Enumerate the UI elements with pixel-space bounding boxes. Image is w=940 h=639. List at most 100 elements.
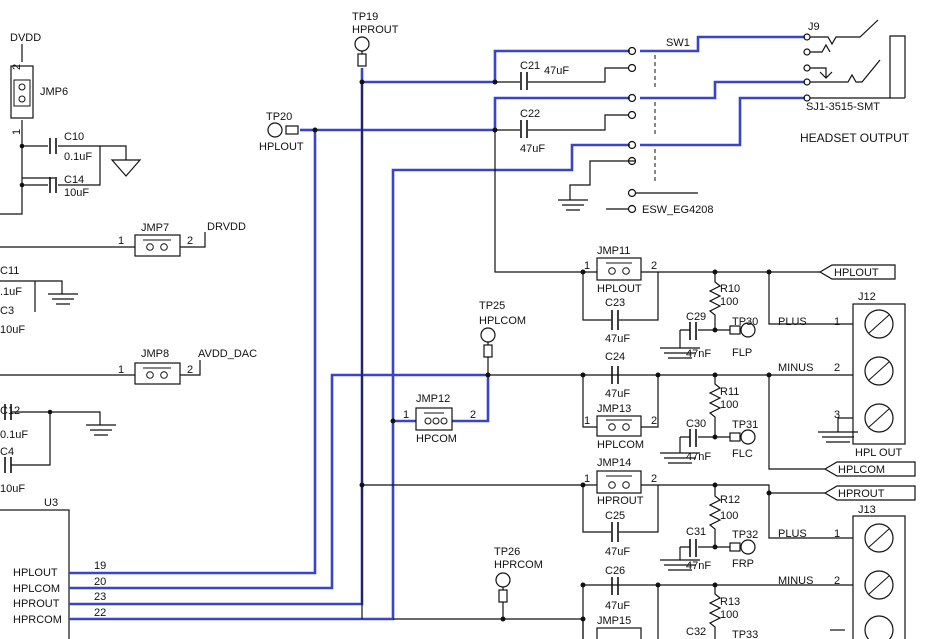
svg-text:C12: C12 [0,405,20,417]
svg-text:HPROUT: HPROUT [597,495,644,507]
j9-jack: J9 SJ1-3515-SMT HEADSET OUTPUT [800,19,910,145]
svg-text:MINUS: MINUS [778,362,813,374]
svg-text:TP26: TP26 [494,546,520,558]
highlighted-nets [69,35,805,621]
svg-text:HPROUT: HPROUT [838,488,885,500]
tp25: TP25 HPLCOM [479,300,526,375]
svg-text:2: 2 [187,235,193,247]
tp20: TP20 HPLOUT [259,111,304,153]
j9-label: J9 [808,21,820,33]
svg-text:100: 100 [720,296,738,308]
svg-text:47uF: 47uF [520,143,545,155]
svg-text:1: 1 [403,409,409,421]
svg-text:10uF: 10uF [0,483,25,495]
j12-connector: J12 HPL OUT PLUS 1 MINUS 2 3 [488,272,906,459]
u3-pin-hplcom-name: HPLCOM [13,583,60,595]
tp26: TP26 HPRCOM [494,546,543,619]
svg-text:JMP11: JMP11 [597,245,630,257]
svg-text:C4: C4 [0,446,14,458]
svg-text:1: 1 [584,415,590,427]
svg-text:10uF: 10uF [0,324,25,336]
c21-c22: C21 47uF C22 47uF [494,60,628,273]
dvdd-label: DVDD [10,32,41,44]
svg-text:R13: R13 [720,596,740,608]
svg-text:TP31: TP31 [732,419,758,431]
svg-text:2: 2 [187,364,193,376]
r12-c31-tp32: R12 100 C31 47nF TP32 FRP [660,485,758,572]
svg-text:C32: C32 [686,626,706,638]
svg-text:2: 2 [651,260,657,272]
u3-pin-hplout-name: HPLOUT [13,567,58,579]
svg-text:TP32: TP32 [732,529,758,541]
jmp12-section: JMP12 1 2 HPCOM [403,393,476,445]
svg-text:47uF: 47uF [605,600,630,612]
svg-text:JMP15: JMP15 [597,615,631,627]
j13-connector: J13 PLUS 1 MINUS 2 [583,493,906,639]
u3-chip: U3 HPLOUT HPLCOM HPROUT HPRCOM 19 20 23 … [0,497,106,639]
jmp6-label: JMP6 [40,86,68,98]
svg-text:2: 2 [651,473,657,485]
svg-text:C31: C31 [686,526,706,538]
svg-text:100: 100 [720,510,738,522]
u3-pin-hprout-num: 23 [94,591,106,603]
svg-text:47uF: 47uF [544,65,569,77]
svg-text:C3: C3 [0,305,14,317]
sw1-label: SW1 [666,37,690,49]
svg-text:.1uF: .1uF [0,286,22,298]
svg-text:C29: C29 [686,311,706,323]
svg-text:MINUS: MINUS [778,575,813,587]
svg-text:47nF: 47nF [686,560,711,572]
jmp8-label: JMP8 [141,348,169,360]
svg-text:C24: C24 [605,351,625,363]
svg-text:47uF: 47uF [605,546,630,558]
r13-c32-tp33: R13 100 C32 TP33 [686,585,758,639]
svg-text:47nF: 47nF [686,451,711,463]
dvdd-section: DVDD 2 1 JMP6 C10 0.1uF C14 10uF [0,32,142,215]
svg-text:JMP13: JMP13 [597,403,631,415]
svg-text:C11: C11 [0,265,19,277]
c26-jmp15: C26 47uF JMP15 [582,565,659,639]
svg-text:C22: C22 [520,108,540,120]
svg-text:TP20: TP20 [266,111,292,123]
svg-text:C14: C14 [64,174,84,186]
svg-text:1: 1 [118,364,124,376]
svg-text:HPL OUT: HPL OUT [855,447,903,459]
j13-label: J13 [858,504,876,516]
svg-text:1: 1 [834,528,840,540]
svg-text:HPRCOM: HPRCOM [494,559,543,571]
hprout-flag: HPROUT [823,485,916,501]
svg-text:HPLCOM: HPLCOM [838,464,885,476]
svg-text:100: 100 [720,399,738,411]
svg-text:0.1uF: 0.1uF [64,151,92,163]
svg-text:PLUS: PLUS [778,316,807,328]
svg-text:FLP: FLP [732,347,752,359]
svg-text:C26: C26 [605,565,625,577]
u3-pin-hprcom-num: 22 [94,607,106,619]
svg-text:JMP12: JMP12 [416,393,450,405]
tp19: TP19 HPROUT [352,11,399,67]
u3-pin-hplout-num: 19 [94,560,106,572]
svg-text:2: 2 [11,64,23,70]
svg-text:TP25: TP25 [479,300,505,312]
svg-text:C10: C10 [64,131,84,143]
hplout-flag: HPLOUT [818,264,896,280]
svg-text:R10: R10 [720,283,740,295]
headset-output-label: HEADSET OUTPUT [800,131,910,145]
svg-text:3: 3 [834,409,840,421]
svg-text:HPLCOM: HPLCOM [597,439,644,451]
svg-text:TP33: TP33 [732,629,758,639]
jmp7-label: JMP7 [141,222,169,234]
svg-text:TP19: TP19 [352,11,378,23]
c24: C24 47uF [605,351,630,400]
svg-text:PLUS: PLUS [778,528,807,540]
r11-c30-tp31: R11 100 C30 47nF TP31 FLC [660,375,758,464]
svg-text:HPLOUT: HPLOUT [259,141,304,153]
svg-text:HPLOUT: HPLOUT [834,267,879,279]
svg-text:HPROUT: HPROUT [352,24,399,36]
svg-text:1: 1 [11,129,23,135]
u3-pin-hplcom-num: 20 [94,576,106,588]
svg-text:R12: R12 [720,494,740,506]
svg-text:2: 2 [834,362,840,374]
c11-c3-section: C11 .1uF C3 10uF [0,265,78,336]
